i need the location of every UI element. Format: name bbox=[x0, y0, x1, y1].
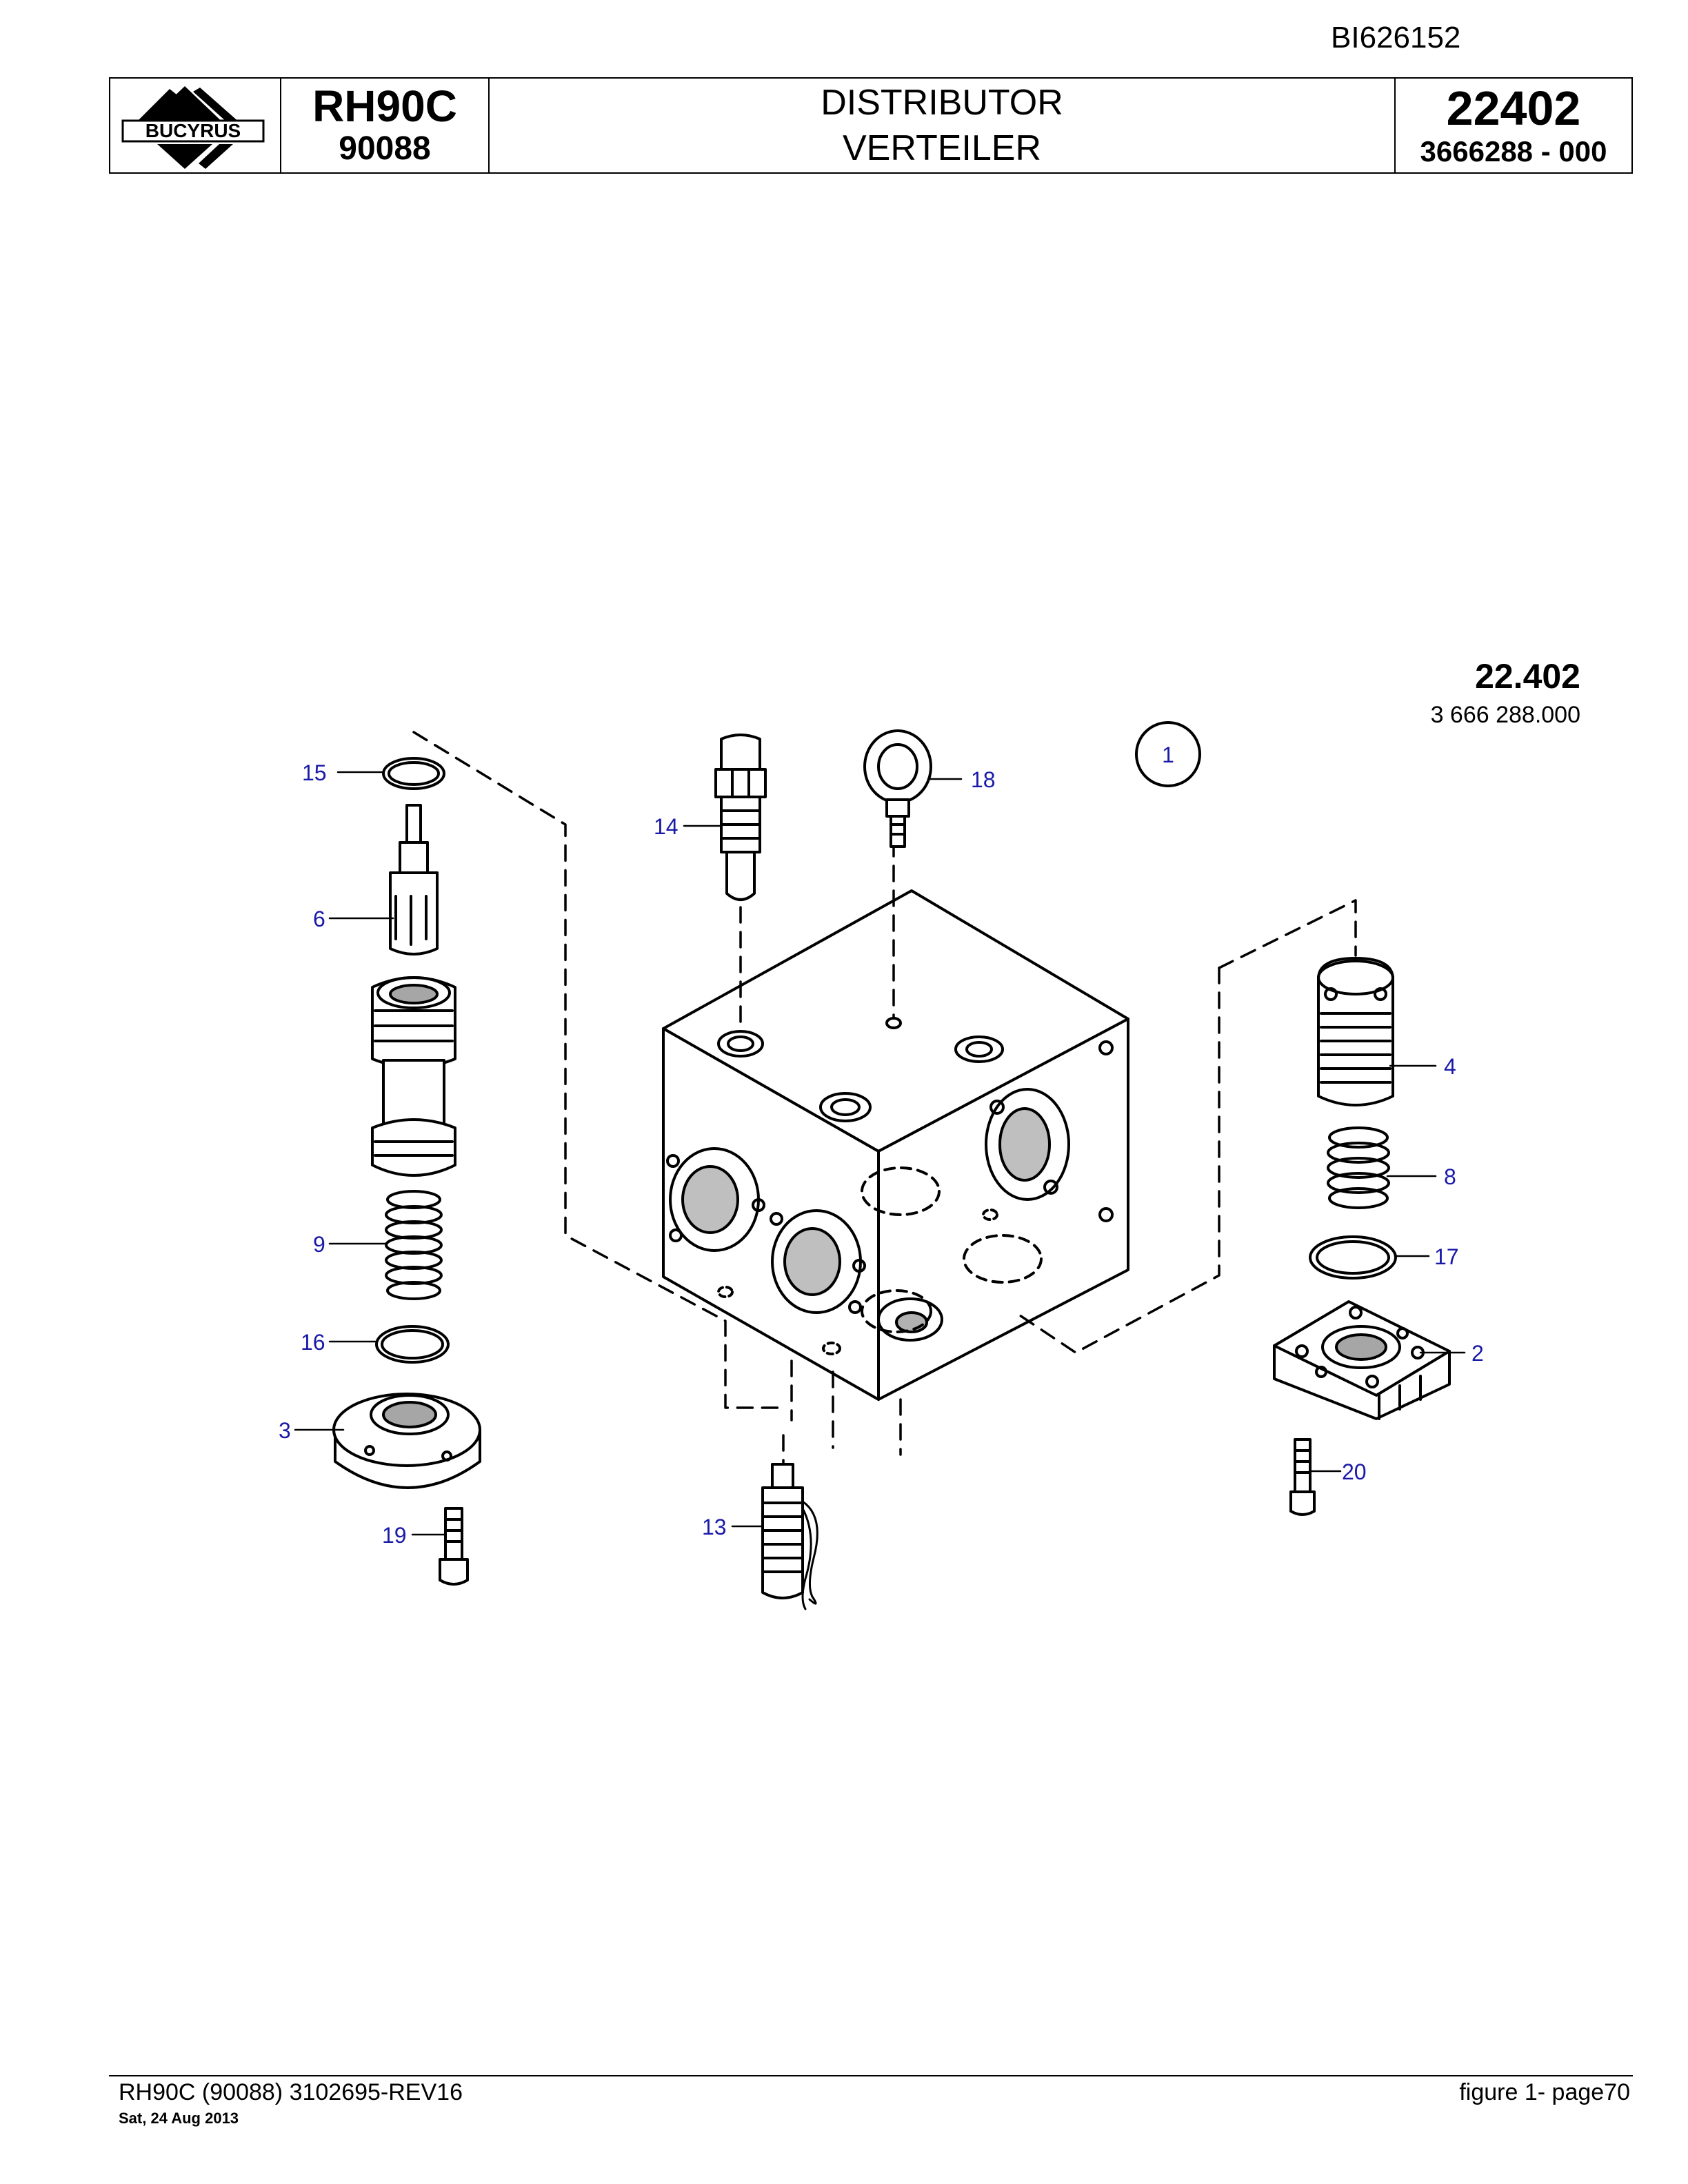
test-coupling-13 bbox=[761, 1463, 818, 1610]
title-german: VERTEILER bbox=[842, 128, 1042, 168]
callout-9: 9 bbox=[313, 1232, 325, 1257]
manifold-block bbox=[662, 889, 1129, 1401]
callout-20: 20 bbox=[1342, 1459, 1367, 1484]
spring-8 bbox=[1327, 1126, 1390, 1209]
title-cell: DISTRIBUTOR VERTEILER bbox=[490, 79, 1396, 172]
part-number: 3666288 - 000 bbox=[1420, 135, 1607, 168]
model-name: RH90C bbox=[312, 81, 457, 131]
bolt-20 bbox=[1289, 1438, 1316, 1516]
poppet-6 bbox=[389, 804, 439, 956]
callout-2: 2 bbox=[1471, 1341, 1484, 1366]
item-1-circle bbox=[1135, 721, 1201, 787]
callout-13: 13 bbox=[702, 1515, 727, 1539]
callout-18: 18 bbox=[971, 767, 996, 792]
callout-3: 3 bbox=[279, 1418, 291, 1443]
seal-ring-15 bbox=[382, 757, 445, 790]
spring-9 bbox=[385, 1190, 443, 1300]
footer-document-ref: RH90C (90088) 3102695-REV16 bbox=[119, 2079, 463, 2105]
logo-text: BUCYRUS bbox=[145, 120, 241, 141]
check-valve-14 bbox=[714, 734, 767, 901]
logo-cell: BUCYRUS bbox=[110, 79, 281, 172]
callout-8: 8 bbox=[1444, 1164, 1456, 1189]
seal-ring-16 bbox=[375, 1325, 450, 1364]
leader-lines bbox=[294, 771, 1466, 1536]
number-cell: 22402 3666288 - 000 bbox=[1396, 79, 1631, 172]
flange-3 bbox=[332, 1393, 481, 1489]
title-block: BUCYRUS RH90C 90088 DISTRIBUTOR VERTEILE… bbox=[109, 77, 1633, 174]
eye-bolt-18 bbox=[863, 729, 932, 848]
bucyrus-logo: BUCYRUS bbox=[121, 86, 265, 169]
footer-date: Sat, 24 Aug 2013 bbox=[119, 2110, 239, 2127]
callout-labels: 15 6 9 16 3 19 14 18 1 4 8 17 2 20 13 bbox=[279, 742, 1484, 1548]
valve-sleeve bbox=[371, 976, 456, 1177]
callout-6: 6 bbox=[313, 907, 325, 931]
callout-15: 15 bbox=[302, 760, 327, 785]
valve-plug-4 bbox=[1317, 957, 1394, 1106]
model-cell: RH90C 90088 bbox=[281, 79, 490, 172]
group-number: 22402 bbox=[1446, 81, 1581, 135]
bolt-19 bbox=[439, 1507, 469, 1586]
callout-17: 17 bbox=[1434, 1244, 1459, 1269]
assembly-lines bbox=[412, 731, 1357, 1484]
callout-16: 16 bbox=[301, 1330, 325, 1355]
footer-page-ref: figure 1- page70 bbox=[1459, 2079, 1630, 2105]
serial-number: 90088 bbox=[339, 130, 431, 167]
figure-number: 22.402 bbox=[1475, 657, 1580, 696]
footer-divider bbox=[109, 2075, 1633, 2076]
callout-19: 19 bbox=[382, 1523, 407, 1548]
callout-1: 1 bbox=[1162, 742, 1174, 767]
callout-4: 4 bbox=[1444, 1054, 1456, 1079]
seal-ring-17 bbox=[1309, 1235, 1397, 1280]
callout-14: 14 bbox=[654, 814, 679, 839]
figure-part-number: 3 666 288.000 bbox=[1430, 702, 1580, 728]
flange-2 bbox=[1273, 1300, 1451, 1420]
document-id: BI626152 bbox=[1331, 21, 1461, 54]
title-english: DISTRIBUTOR bbox=[821, 83, 1063, 123]
